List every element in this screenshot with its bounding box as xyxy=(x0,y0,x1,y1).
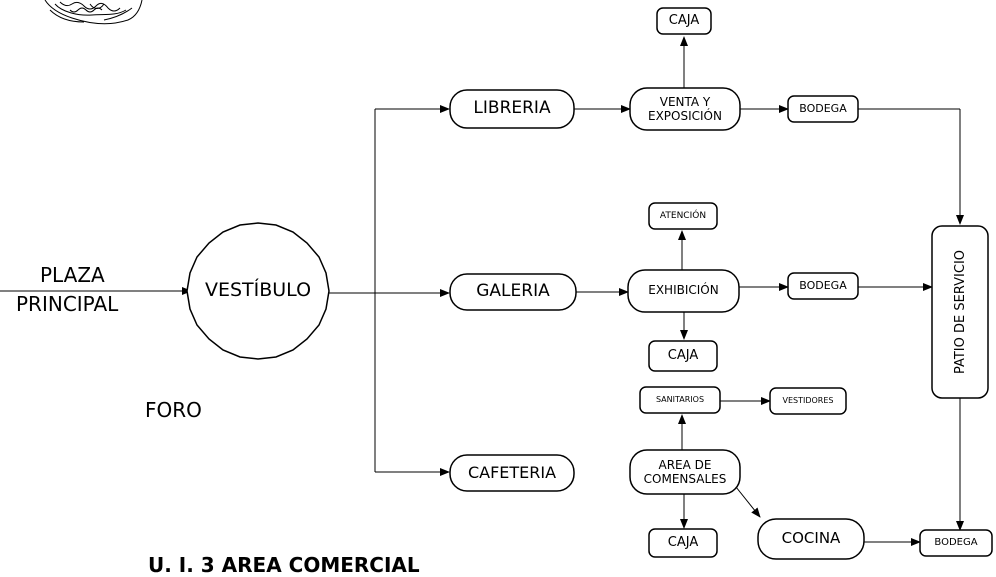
footer-title: U. I. 3 AREA COMERCIAL xyxy=(148,553,420,577)
logo-emblem xyxy=(44,0,143,25)
bodega-mid-label: BODEGA xyxy=(799,278,847,292)
exhibicion-label: EXHIBICIÓN xyxy=(648,283,719,298)
caja-top-label: CAJA xyxy=(668,12,700,28)
libreria-label: LIBRERIA xyxy=(473,98,551,119)
venta-line1: VENTA Y xyxy=(659,95,711,109)
venta-line2: EXPOSICIÓN xyxy=(648,109,722,123)
sanitarios-label: SANITARIOS xyxy=(655,395,705,405)
galeria-label: GALERIA xyxy=(476,281,550,302)
vestibulo-label: VESTÍBULO xyxy=(204,279,312,302)
cocina-label: COCINA xyxy=(781,529,841,548)
caja-top-node xyxy=(656,7,712,35)
comensales-line1: AREA DE xyxy=(658,458,712,472)
atencion-label: ATENCIÓN xyxy=(659,210,707,221)
comensales-label: AREA DE COMENSALES xyxy=(630,450,740,494)
bodega-mid-node xyxy=(787,272,859,300)
comensales-line2: COMENSALES xyxy=(643,472,727,486)
caja-bottom-label: CAJA xyxy=(667,534,699,550)
cafeteria-node xyxy=(449,454,575,492)
principal-label: PRINCIPAL xyxy=(16,292,119,316)
venta-label: VENTA Y EXPOSICIÓN xyxy=(630,88,740,130)
bodega-bottom-label: BODEGA xyxy=(934,537,978,549)
atencion-node xyxy=(648,202,718,230)
patio-label: PATIO DE SERVICIO xyxy=(952,249,968,375)
cocina-node xyxy=(757,518,865,560)
bodega-top-label: BODEGA xyxy=(799,101,847,115)
bodega-bottom-node xyxy=(919,529,993,557)
sanitarios-node xyxy=(639,386,721,414)
caja-mid-node xyxy=(648,340,718,372)
caja-bottom-node xyxy=(648,528,718,558)
vestidores-label: VESTIDORES xyxy=(782,396,834,406)
vestidores-node xyxy=(769,387,847,415)
foro-label: FORO xyxy=(145,398,202,422)
vestibulo-node xyxy=(186,222,330,360)
cafeteria-label: CAFETERIA xyxy=(467,462,557,482)
caja-mid-label: CAJA xyxy=(667,347,699,363)
plaza-label: PLAZA xyxy=(40,263,105,287)
comensales-node xyxy=(629,449,741,495)
